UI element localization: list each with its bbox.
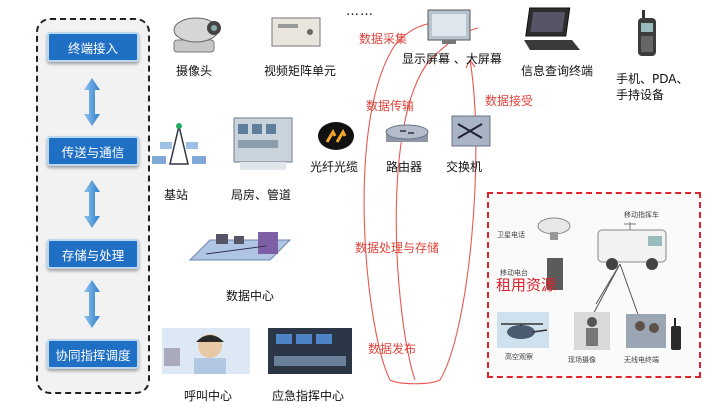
- mobile-label-2: 手持设备: [616, 88, 665, 102]
- flow-transmit-label: 数据传输: [366, 99, 415, 113]
- double-arrow-icon: [84, 280, 100, 328]
- switch-label: 交换机: [446, 160, 483, 174]
- switch-icon: [451, 115, 491, 147]
- router-icon: [385, 124, 429, 142]
- wireless-terminal-photo: [626, 314, 666, 348]
- onsite-camera-icon: [574, 312, 610, 350]
- display-screen-label: 显示屏幕 、大屏幕: [402, 52, 502, 66]
- emergency-center-photo: [268, 328, 352, 374]
- base-station-icon: [152, 123, 206, 165]
- camera-icon: [173, 17, 221, 53]
- bureau-icon: [233, 117, 293, 170]
- fiber-label: 光纤光缆: [310, 160, 359, 174]
- double-arrow-icon: [84, 78, 100, 126]
- satellite-label: 卫星电话: [497, 231, 525, 239]
- call-center-photo: [162, 328, 250, 374]
- call-center-label: 呼叫中心: [184, 389, 233, 403]
- power-unit-icon: [547, 258, 563, 290]
- layer-storage: 存储与处理: [47, 239, 139, 269]
- mobile-phone-icon: [638, 10, 656, 56]
- handheld-radio-icon: [671, 318, 681, 350]
- data-center-icon: [188, 232, 292, 261]
- flow-receive-label: 数据接受: [485, 94, 534, 108]
- video-matrix-icon: [271, 17, 321, 47]
- bureau-label: 局房、管道: [231, 188, 292, 202]
- mobile-label-1: 手机、PDA、: [616, 72, 689, 86]
- mobile-power-label: 移动电台: [500, 269, 528, 277]
- layer-command: 协同指挥调度: [47, 339, 139, 369]
- data-center-label: 数据中心: [226, 289, 275, 303]
- wireless-label: 无线电终端: [624, 356, 659, 364]
- video-matrix-label: 视频矩阵单元: [264, 64, 337, 78]
- flow-publish-label: 数据发布: [368, 342, 417, 356]
- base-station-label: 基站: [164, 188, 189, 202]
- onsite-label: 现场摄像: [568, 356, 596, 364]
- helicopter-icon: [497, 312, 549, 348]
- double-arrow-icon: [84, 180, 100, 228]
- link-lines: [589, 264, 641, 321]
- rental-title: 租用资源: [496, 276, 557, 294]
- fiber-icon: [318, 122, 354, 150]
- camera-label: 摄像头: [176, 64, 213, 78]
- emergency-center-label: 应急指挥中心: [272, 389, 345, 403]
- laptop-icon: [524, 7, 580, 50]
- flow-process-label: 数据处理与存储: [355, 241, 440, 255]
- aerial-label: 高空观察: [505, 353, 533, 361]
- router-label: 路由器: [386, 160, 423, 174]
- flow-collect-label: 数据采集: [359, 32, 408, 46]
- display-screen-icon: [427, 9, 471, 44]
- mobile-command-label: 移动指挥车: [624, 211, 659, 219]
- ellipsis-text: ……: [346, 4, 374, 19]
- layer-arrows: [84, 78, 100, 328]
- info-terminal-label: 信息查询终端: [521, 64, 594, 78]
- layer-terminal-access: 终端接入: [47, 32, 139, 62]
- layer-transport: 传送与通信: [47, 136, 139, 166]
- command-vehicle-icon: [597, 222, 667, 270]
- satellite-dish-icon: [537, 217, 571, 240]
